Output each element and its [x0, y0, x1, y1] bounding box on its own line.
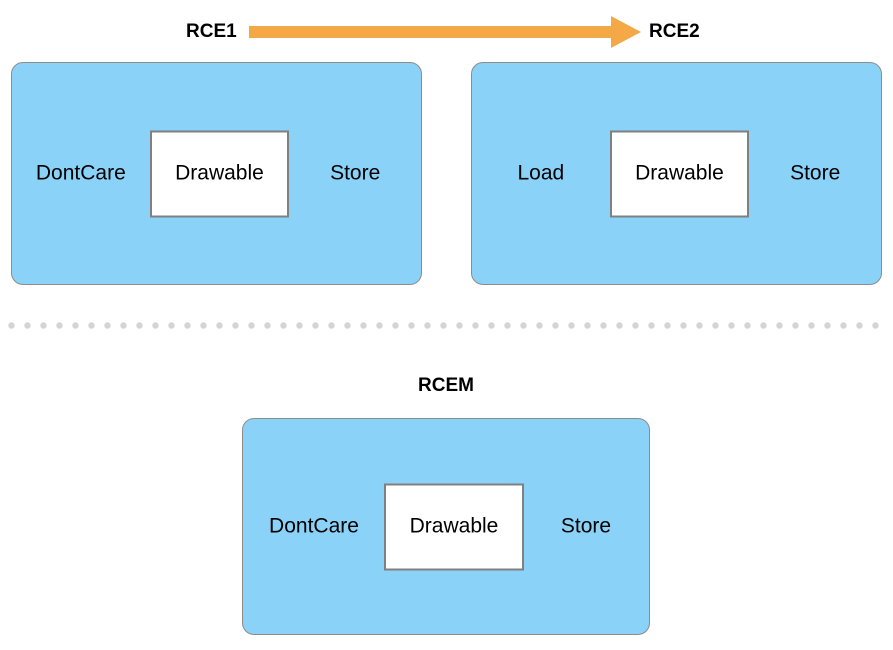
rce2-drawable-label: Drawable: [635, 161, 724, 185]
rce1-left-slot-label: DontCare: [35, 161, 126, 185]
rce2-drawable-box: Drawable: [609, 130, 750, 217]
rce2-module-box: Load Drawable Store: [471, 62, 882, 285]
dotted-separator: [8, 322, 880, 329]
rce1-right-slot-label: Store: [330, 161, 381, 185]
rcem-drawable-box: Drawable: [384, 483, 524, 570]
rce1-slot-row: DontCare Drawable Store: [12, 130, 421, 217]
rcem-right-slot-label: Store: [560, 514, 612, 538]
rce1-title: RCE1: [186, 21, 237, 42]
rce2-right-slot-label: Store: [790, 161, 841, 185]
rce1-drawable-label: Drawable: [175, 161, 264, 185]
rce2-left-slot-label: Load: [517, 161, 565, 185]
rce2-slot-row: Load Drawable Store: [472, 130, 881, 217]
rcem-left-slot-label: DontCare: [269, 514, 359, 538]
rce1-module-box: DontCare Drawable Store: [11, 62, 422, 285]
rcem-drawable-label: Drawable: [409, 514, 499, 538]
rcem-module-box: DontCare Drawable Store: [242, 418, 650, 635]
rce2-title: RCE2: [649, 21, 700, 42]
rce1-drawable-box: Drawable: [149, 130, 290, 217]
transition-arrow-icon: [249, 16, 641, 48]
rcem-title: RCEM: [418, 375, 474, 396]
rcem-slot-row: DontCare Drawable Store: [243, 483, 649, 570]
